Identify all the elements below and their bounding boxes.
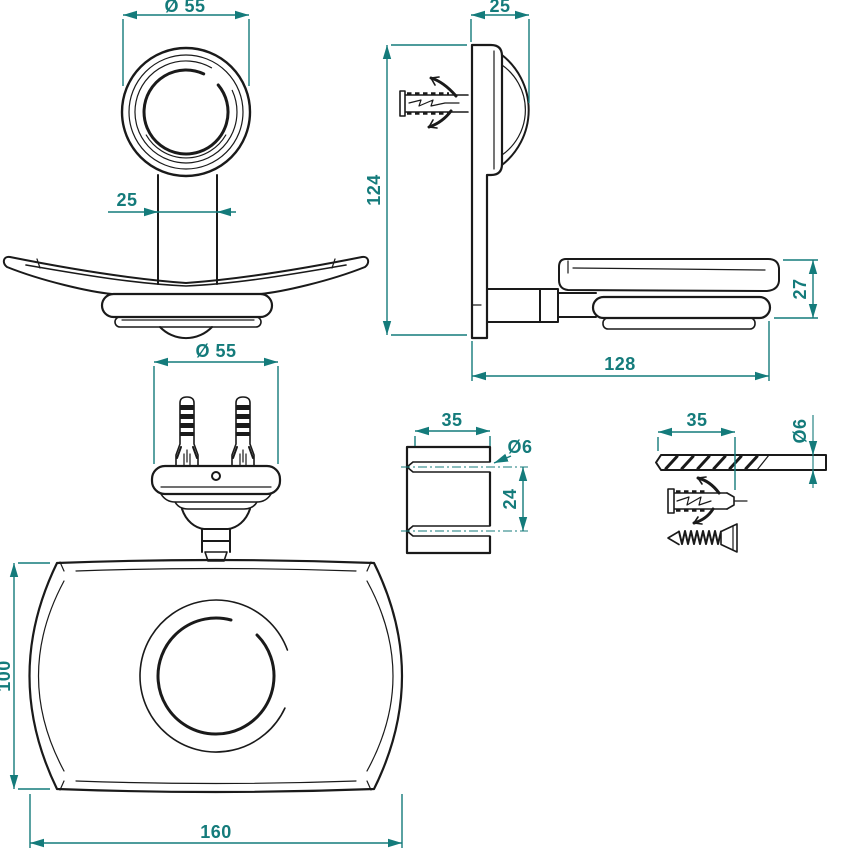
drill-bit-icon <box>655 454 827 471</box>
wall-section <box>405 445 492 555</box>
dim-drill-diameter-label: Ø6 <box>790 418 810 443</box>
plan-view: 100 160 <box>0 558 404 848</box>
countersunk-screw-icon <box>667 523 738 553</box>
stem <box>157 174 218 285</box>
fixings-view: 35 Ø6 <box>655 410 827 553</box>
dim-side-height-label: 124 <box>364 174 384 206</box>
dim-template-hole-dia-label: Ø6 <box>507 437 532 457</box>
front-view: Ø 55 25 <box>2 0 370 340</box>
dim-plan-width-label: 160 <box>200 822 232 842</box>
wall-plug-icon <box>667 476 748 525</box>
dim-drill-depth-label: 35 <box>686 410 707 430</box>
dim-side-wall-offset-label: 25 <box>489 0 510 16</box>
recess-outer-circle <box>139 599 289 753</box>
screw-hole <box>211 471 221 481</box>
dish-bump <box>159 326 213 340</box>
wall-plate <box>470 43 504 340</box>
top-view: Ø 55 <box>150 341 282 562</box>
wall-plug-side <box>399 76 469 129</box>
side-view: 25 124 27 128 <box>364 0 818 381</box>
dome-cover <box>501 54 530 166</box>
bracket-top-view <box>150 464 282 496</box>
dish-side <box>558 258 780 292</box>
dish-holder-side <box>591 295 772 320</box>
dim-side-dish-height-label: 27 <box>790 278 810 299</box>
dim-front-diameter-label: Ø 55 <box>164 0 205 16</box>
dim-front-stem-label: 25 <box>116 190 137 210</box>
ring-outer <box>120 46 252 178</box>
dish-front-outline <box>2 255 370 295</box>
dowel-right <box>231 396 255 467</box>
dish-plan-outline <box>28 558 404 794</box>
recess-inner-circle <box>156 616 276 736</box>
dim-template-depth-label: 35 <box>441 410 462 430</box>
dish-bracket <box>100 292 274 319</box>
drilling-template-view: 35 Ø6 24 <box>401 410 532 555</box>
dowel-left <box>175 396 199 467</box>
dim-plan-depth-label: 100 <box>0 660 14 692</box>
dim-side-depth-label: 128 <box>604 354 636 374</box>
arm <box>486 288 597 323</box>
dim-top-diameter-label: Ø 55 <box>195 341 236 361</box>
ring-inner <box>142 68 230 156</box>
dim-template-spacing-label: 24 <box>500 488 520 509</box>
